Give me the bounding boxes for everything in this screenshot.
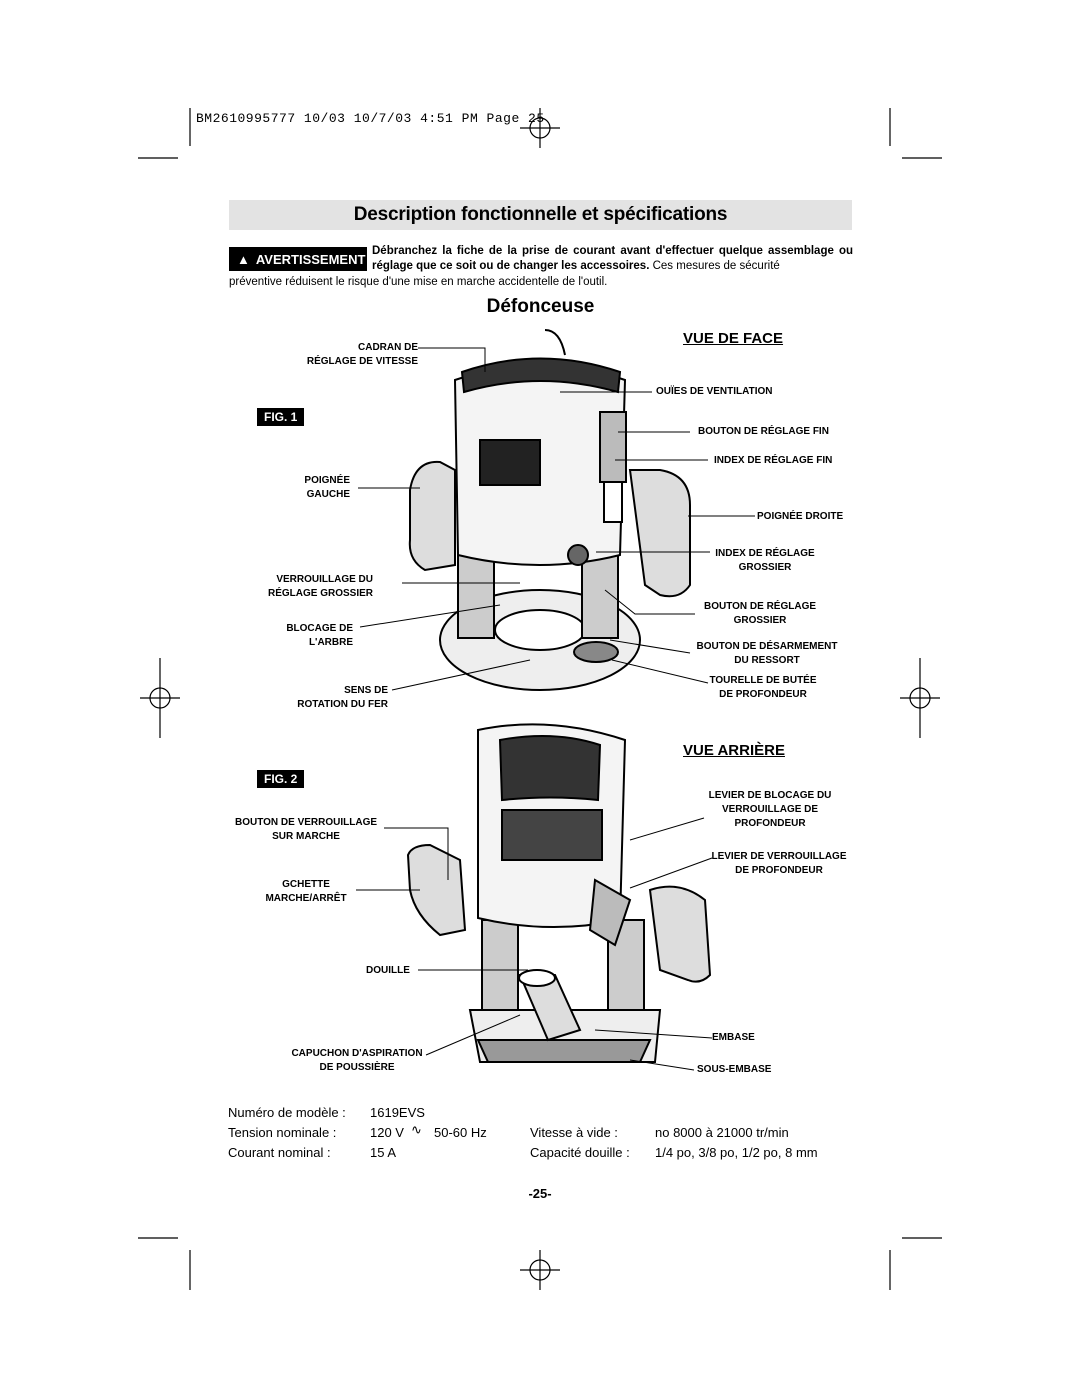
tool-name: Défonceuse: [486, 296, 595, 317]
label-spindle-lock: BLOCAGE DE L'ARBRE: [286, 623, 353, 648]
label-depth-lock-lever: LEVIER DE VERROUILLAGE DE PROFONDEUR: [711, 851, 847, 876]
label-collet: DOUILLE: [366, 965, 410, 976]
spec-voltage-value: 120 V: [370, 1125, 404, 1140]
spec-speed-label: Vitesse à vide :: [530, 1125, 618, 1140]
label-left-handle: POIGNÉE GAUCHE: [304, 475, 350, 500]
label-rotation: SENS DE ROTATION DU FER: [297, 685, 388, 710]
spec-current-value: 15 A: [370, 1145, 397, 1160]
front-view-heading: VUE DE FACE: [683, 330, 784, 347]
spec-speed-value: no 8000 à 21000 tr/min: [655, 1125, 789, 1140]
label-sub-base: SOUS-EMBASE: [697, 1064, 772, 1075]
spec-voltage-freq: 50-60 Hz: [434, 1125, 487, 1140]
label-spring-release: BOUTON DE DÉSARMEMENT DU RESSORT: [696, 641, 838, 666]
label-base: EMBASE: [712, 1032, 755, 1043]
rear-view-heading: VUE ARRIÈRE: [683, 742, 785, 759]
label-coarse-index: INDEX DE RÉGLAGE GROSSIER: [715, 548, 815, 573]
section-title: Description fonctionnelle et spécificati…: [353, 204, 728, 225]
label-coarse-knob: BOUTON DE RÉGLAGE GROSSIER: [703, 601, 817, 626]
spec-model-label: Numéro de modèle :: [228, 1105, 346, 1120]
warning-text-line2: préventive réduisent le risque d'une mis…: [229, 276, 608, 288]
warning-badge: ▲ AVERTISSEMENT: [229, 247, 367, 271]
label-fine-index: INDEX DE RÉGLAGE FIN: [714, 455, 833, 466]
warning-bold-text: Débranchez la fiche de la prise de coura…: [372, 245, 853, 272]
label-right-handle: POIGNÉE DROITE: [757, 511, 844, 522]
spec-collet-value: 1/4 po, 3/8 po, 1/2 po, 8 mm: [655, 1145, 818, 1160]
label-lock-release-lever: LEVIER DE BLOCAGE DU VERROUILLAGE DE PRO…: [708, 790, 832, 829]
warning-badge-label: AVERTISSEMENT: [255, 251, 366, 267]
label-trigger: GCHETTE MARCHE/ARRÊT: [265, 879, 347, 904]
label-dust-hood: CAPUCHON D'ASPIRATION DE POUSSIÈRE: [291, 1048, 423, 1073]
page-number: -25-: [528, 1186, 552, 1201]
label-coarse-lock: VERROUILLAGE DU RÉGLAGE GROSSIER: [267, 574, 373, 599]
label-lock-on-button: BOUTON DE VERROUILLAGE SUR MARCHE: [234, 817, 378, 842]
spec-current-label: Courant nominal :: [228, 1145, 331, 1160]
warning-rest-text: Ces mesures de sécurité: [649, 260, 780, 272]
label-fine-knob: BOUTON DE RÉGLAGE FIN: [698, 426, 829, 437]
spec-voltage-label: Tension nominale :: [228, 1125, 337, 1140]
fig1-badge: FIG. 1: [257, 408, 305, 426]
fig2-badge: FIG. 2: [257, 770, 305, 788]
spec-model-value: 1619EVS: [370, 1105, 425, 1120]
label-speed-dial: CADRAN DE RÉGLAGE DE VITESSE: [306, 342, 418, 367]
warning-text: Débranchez la fiche de la prise de coura…: [372, 244, 853, 274]
warning-triangle-icon: ▲: [237, 251, 250, 267]
label-depth-turret: TOURELLE DE BUTÉE DE PROFONDEUR: [709, 675, 817, 700]
spec-collet-label: Capacité douille :: [530, 1145, 630, 1160]
label-vents: OUÏES DE VENTILATION: [656, 386, 773, 397]
section-title-bar: [229, 200, 852, 230]
print-slug: BM2610995777 10/03 10/7/03 4:51 PM Page …: [196, 111, 545, 126]
ac-wave-icon: ∿: [411, 1122, 422, 1137]
